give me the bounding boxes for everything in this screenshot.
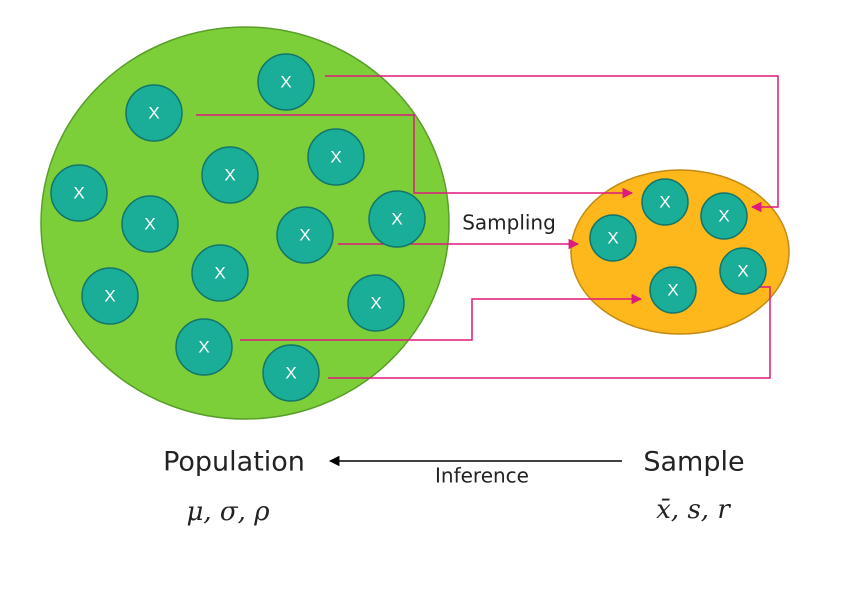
connector-upper bbox=[196, 114, 634, 199]
svg-text:X: X bbox=[607, 228, 618, 247]
sample-node: X bbox=[641, 178, 689, 226]
svg-text:X: X bbox=[391, 209, 402, 228]
svg-text:X: X bbox=[299, 225, 310, 244]
svg-text:X: X bbox=[285, 363, 296, 382]
svg-text:X: X bbox=[224, 165, 235, 184]
svg-text:X: X bbox=[214, 263, 225, 282]
svg-text:X: X bbox=[737, 261, 748, 280]
svg-text:X: X bbox=[144, 214, 155, 233]
sample-node: X bbox=[700, 192, 748, 240]
svg-text:X: X bbox=[148, 103, 159, 122]
population-nodes: X X X X X X X X X X X X X bbox=[50, 53, 426, 402]
population-node: X bbox=[81, 267, 139, 325]
sampling-label: Sampling bbox=[462, 211, 556, 235]
sample-node: X bbox=[719, 247, 767, 295]
svg-text:X: X bbox=[659, 192, 670, 211]
population-node: X bbox=[175, 318, 233, 376]
svg-text:X: X bbox=[718, 206, 729, 225]
population-node: X bbox=[368, 190, 426, 248]
population-node: X bbox=[276, 206, 334, 264]
svg-text:X: X bbox=[370, 293, 381, 312]
population-node: X bbox=[347, 274, 405, 332]
population-node: X bbox=[121, 195, 179, 253]
sample-statistics: x̄, s, r bbox=[656, 495, 731, 525]
svg-text:X: X bbox=[330, 147, 341, 166]
population-node: X bbox=[307, 128, 365, 186]
population-node: X bbox=[191, 244, 249, 302]
svg-text:X: X bbox=[73, 183, 84, 202]
sample-title: Sample bbox=[643, 447, 744, 478]
population-node: X bbox=[257, 53, 315, 111]
sample-node: X bbox=[589, 214, 637, 262]
population-title: Population bbox=[163, 447, 305, 478]
svg-text:X: X bbox=[198, 337, 209, 356]
connector-top-right bbox=[325, 75, 779, 213]
svg-text:X: X bbox=[104, 286, 115, 305]
sample-node: X bbox=[649, 266, 697, 314]
population-node: X bbox=[201, 146, 259, 204]
population-node: X bbox=[50, 164, 108, 222]
population-node: X bbox=[262, 344, 320, 402]
inference-label: Inference bbox=[435, 464, 529, 488]
sample-nodes: X X X X X bbox=[589, 178, 767, 314]
connector-lower bbox=[240, 293, 643, 341]
population-parameters: μ, σ, ρ bbox=[187, 497, 271, 527]
svg-text:X: X bbox=[667, 280, 678, 299]
svg-text:X: X bbox=[280, 72, 291, 91]
population-node: X bbox=[125, 84, 183, 142]
